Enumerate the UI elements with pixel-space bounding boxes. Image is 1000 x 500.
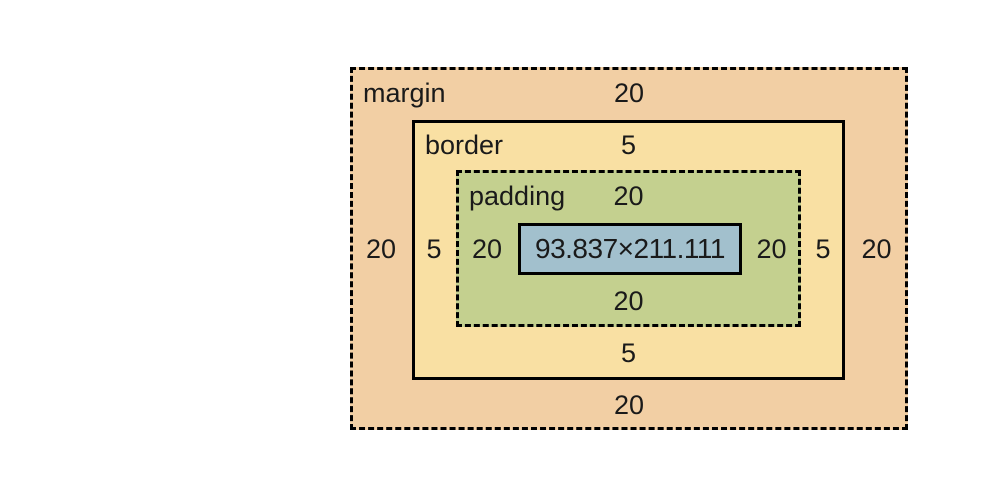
border-top-value[interactable]: 5 <box>620 129 637 160</box>
margin-bottom-value[interactable]: 20 <box>613 389 645 420</box>
content-region[interactable]: 93.837×211.111 <box>518 223 742 275</box>
border-right-value[interactable]: 5 <box>815 233 831 264</box>
margin-label: margin <box>363 78 446 108</box>
margin-right-value[interactable]: 20 <box>861 233 892 264</box>
padding-bottom-value[interactable]: 20 <box>613 285 644 316</box>
content-dimensions[interactable]: 93.837×211.111 <box>535 233 725 264</box>
padding-right-value[interactable]: 20 <box>756 233 787 264</box>
margin-top-value[interactable]: 20 <box>613 78 645 108</box>
border-label: border <box>425 129 504 160</box>
margin-left-value[interactable]: 20 <box>365 233 397 264</box>
padding-top-value[interactable]: 20 <box>613 181 644 211</box>
border-left-value[interactable]: 5 <box>426 233 442 264</box>
padding-label: padding <box>469 181 566 211</box>
padding-left-value[interactable]: 20 <box>471 233 503 264</box>
border-bottom-value[interactable]: 5 <box>620 338 637 368</box>
